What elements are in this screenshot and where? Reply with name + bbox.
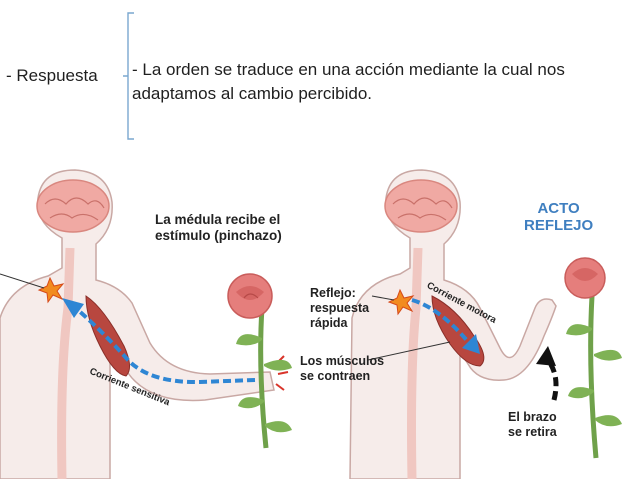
term-label: - Respuesta [6,66,98,85]
reflex-label-line-2: respuesta [310,301,370,315]
rose-icon [227,273,292,449]
brain-icon [384,179,458,233]
muscles-label: Los músculos se contraen [300,354,384,384]
spark-icon [37,276,65,304]
retract-arrow-icon [536,346,559,401]
definition-text: - La orden se traduce en una acción medi… [132,60,565,103]
muscles-label-line-2: se contraen [300,369,371,383]
reflex-title-line-1: ACTO [537,200,580,217]
left-pointer-line [0,273,45,289]
arm-label-line-1: El brazo [508,410,557,424]
reflex-label-line-1: Reflejo: [310,286,356,300]
medula-caption-line-2: estímulo (pinchazo) [155,228,282,243]
muscles-label-line-1: Los músculos [300,354,385,368]
reflex-arc-illustration: La médula recibe el estímulo (pinchazo) … [0,168,638,480]
reflex-label-line-3: rápida [310,316,348,330]
reflex-pointer-line [371,295,395,301]
reflex-title-line-2: REFLEJO [524,217,594,234]
brain-icon [36,179,110,233]
spark-icon [387,288,415,316]
medula-caption: La médula recibe el estímulo (pinchazo) [155,212,282,244]
reflex-label: Reflejo: respuesta rápida [310,286,369,331]
arm-label: El brazo se retira [508,410,557,440]
rose-icon [564,257,622,459]
right-spinal-cord [407,247,423,480]
arm-label-line-2: se retira [508,425,557,439]
muscle-pointer-line [367,341,451,361]
reflex-arc-drawing [0,169,622,480]
left-figure [0,169,292,480]
motor-pathway [411,298,472,346]
right-figure [349,169,622,480]
reflex-title: ACTO REFLEJO [524,200,593,234]
motor-arrowhead [462,334,480,354]
left-spinal-cord [57,247,75,480]
bracket-icon [123,12,134,140]
left-body [0,169,275,480]
sensory-pathway [76,308,256,385]
sensory-arrowhead [62,298,84,318]
medula-caption-line-1: La médula recibe el [155,212,281,227]
